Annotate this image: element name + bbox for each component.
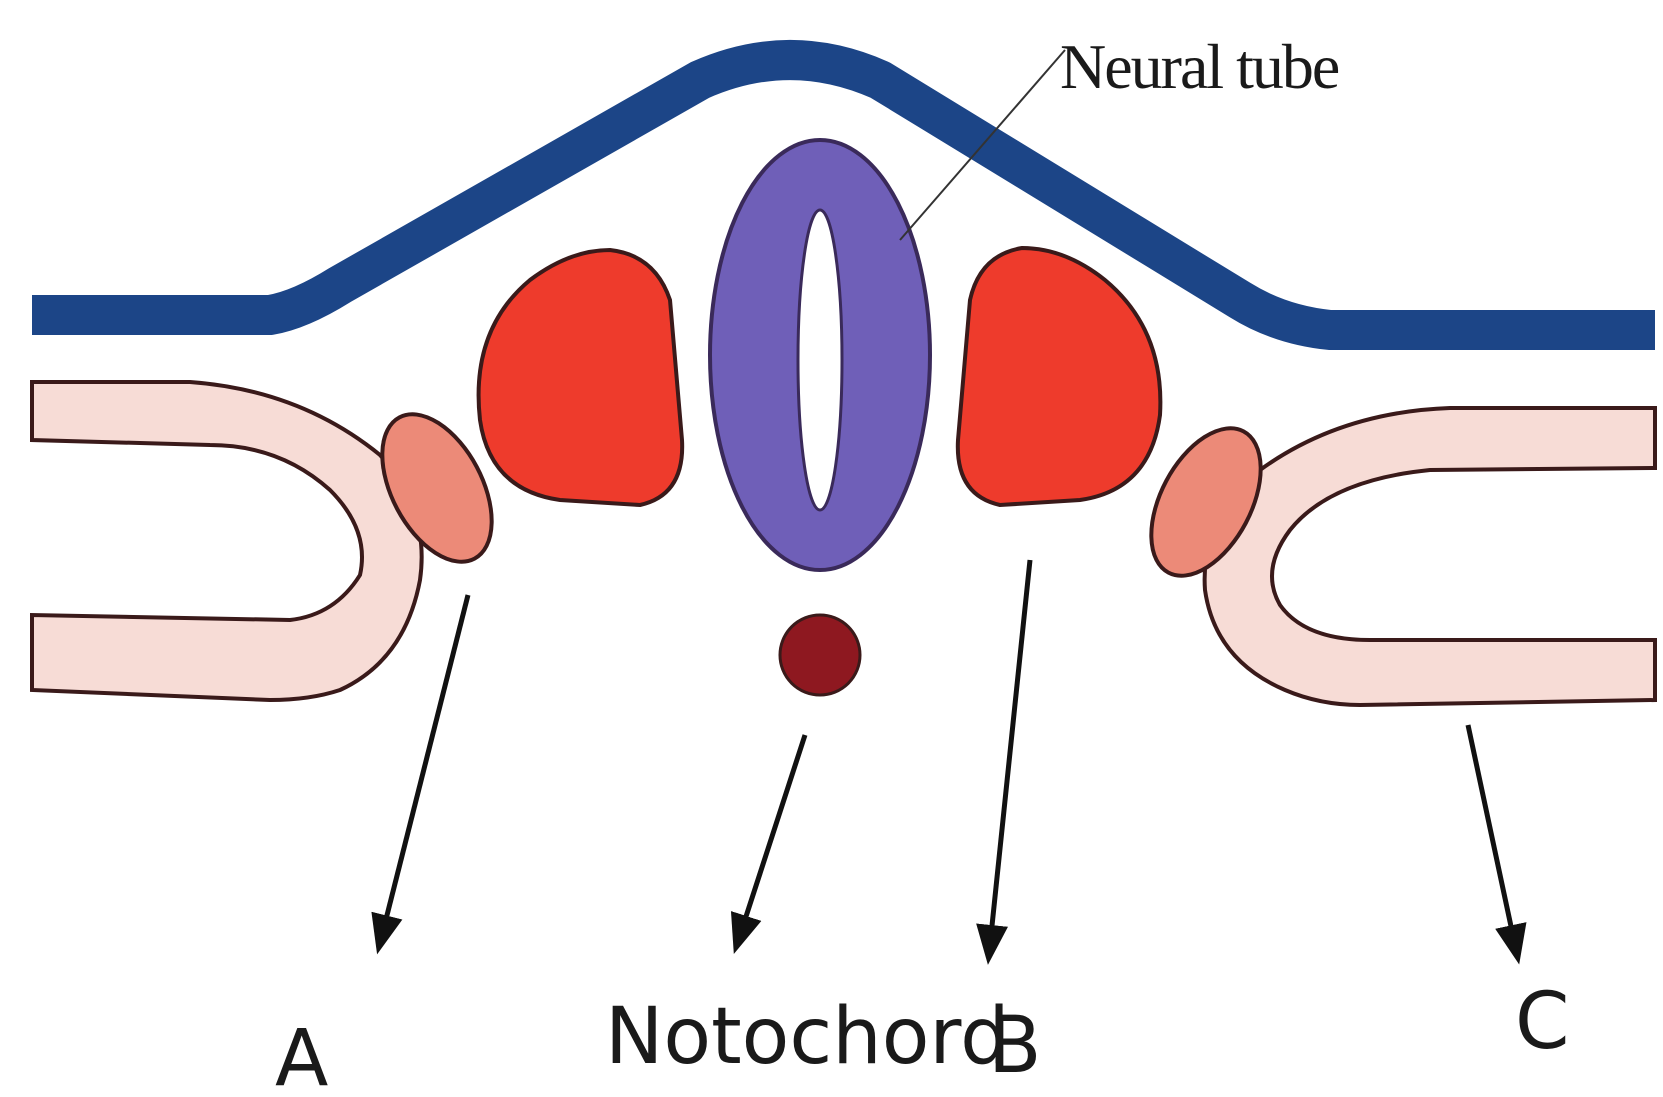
neural-canal — [798, 210, 842, 510]
label-b: B — [988, 1001, 1042, 1091]
notochord-label: Notochord — [605, 992, 1010, 1082]
label-c: C — [1515, 977, 1569, 1067]
notochord — [780, 615, 860, 695]
neural-tube-label: Neural tube — [1060, 31, 1339, 102]
label-a: A — [275, 1014, 328, 1097]
